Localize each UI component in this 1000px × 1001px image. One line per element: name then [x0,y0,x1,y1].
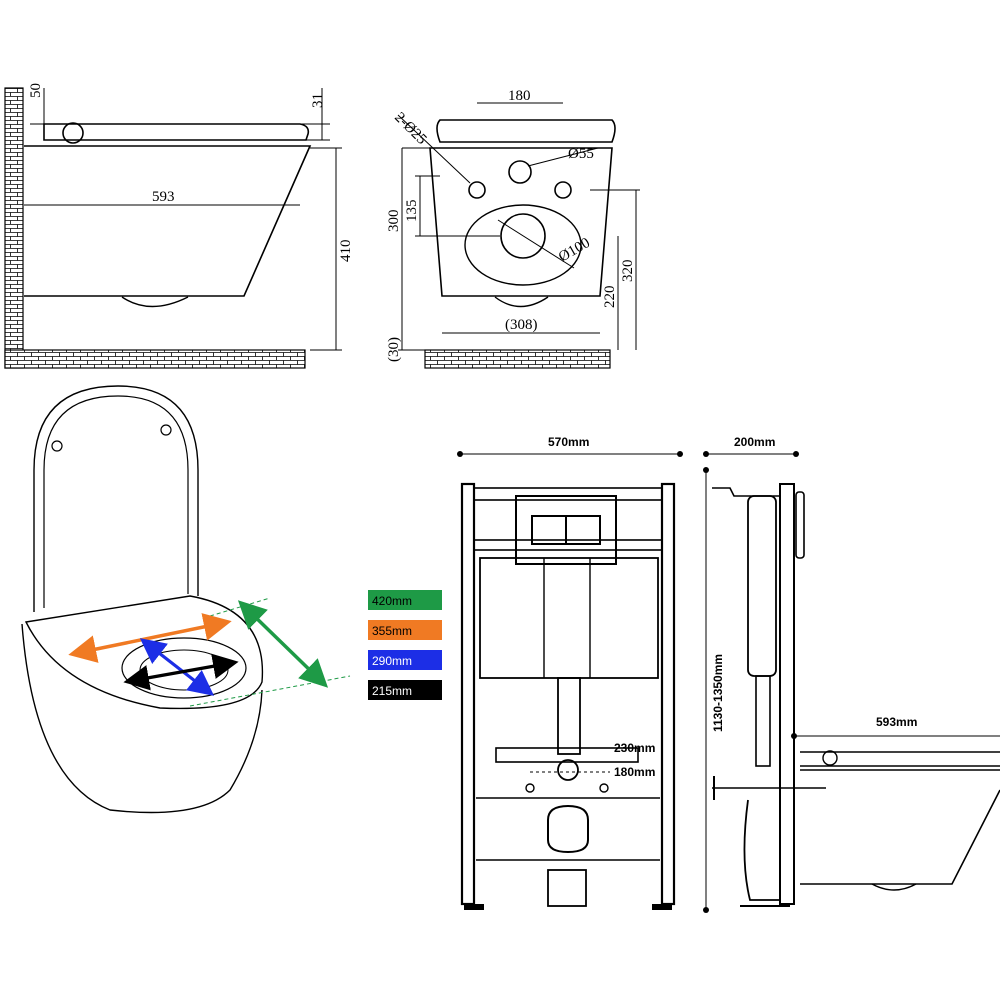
dim-55-label: Ø55 [568,146,594,162]
bowl-length-label: 593mm [876,715,917,729]
floor-brick-front [424,349,611,369]
legend-swatch-420 [368,590,442,610]
side-post [779,483,795,905]
legend-label-355: 355mm [372,624,412,638]
lid-bumper-right [160,424,172,436]
legend-label-420: 420mm [372,594,412,608]
floor-brick [4,349,306,369]
flush-plate-mount [515,495,617,565]
frame-right-post [660,482,676,906]
dim-2x25-label: 2-Ø25 [391,110,429,148]
dim-308-label: (308) [505,317,538,333]
bowl-body [21,623,263,814]
toilet-3d-view [21,385,351,814]
measurement-legend: 420mm 355mm 290mm 215mm [368,590,442,700]
front-view: 180 2-Ø25 Ø55 Ø100 300 135 320 220 (308)… [386,88,640,369]
dim-180-label: 180 [508,88,531,104]
bowl-outline [24,145,312,297]
frame-height-label: 1130-1350mm [711,654,725,732]
dim-320-label: 320 [620,260,636,283]
right-hole [554,181,572,199]
dim-180mm-label: 180mm [614,765,655,779]
frame-front-view: 570mm 230mm 180mm [457,435,683,910]
dim-410-label: 410 [338,240,354,263]
seat-hinge [62,122,84,144]
dim-230-label: 230mm [614,741,655,755]
dim-220-label: 220 [602,286,618,309]
seat-front [436,119,616,143]
center-hole [508,160,532,184]
side-bowl-seat [800,751,1000,767]
frame-left-post [460,482,476,906]
dim-31-label: 31 [310,93,326,108]
arrow-215 [123,653,239,691]
bowl-outlet [121,296,189,308]
legend-swatch-215 [368,680,442,700]
bowl-front [429,147,613,297]
frame-width-label: 570mm [548,435,589,449]
side-bowl [800,769,1000,885]
side-cistern [747,495,777,677]
outlet-ring-inner [500,213,546,259]
dim-100-label: Ø100 [556,235,593,266]
dim-50-label: 50 [28,83,44,98]
flush-pipe [557,677,581,755]
dim-135-label: 135 [404,200,420,223]
dim-30-label: (30) [386,337,402,362]
arrow-355 [68,613,232,663]
lid-outline [33,385,199,612]
left-hole [468,181,486,199]
frame-depth-label: 200mm [734,435,775,449]
side-view: 593 50 31 410 [4,83,354,369]
frame-side-view: 200mm 1130-1350mm 593mm [703,435,1000,913]
cistern-tank [479,557,659,679]
legend-label-215: 215mm [372,684,412,698]
legend-swatch-290 [368,650,442,670]
arrow-420 [237,600,329,688]
legend-label-290: 290mm [372,654,412,668]
outlet-ring-outer [464,204,582,286]
dim-300-label: 300 [386,210,402,233]
arrow-290 [139,638,215,696]
wall-brick [4,87,24,369]
waste-outlet [547,804,589,854]
lid-bumper-left [51,440,63,452]
dim-593-label: 593 [152,189,175,205]
legend-swatch-355 [368,620,442,640]
